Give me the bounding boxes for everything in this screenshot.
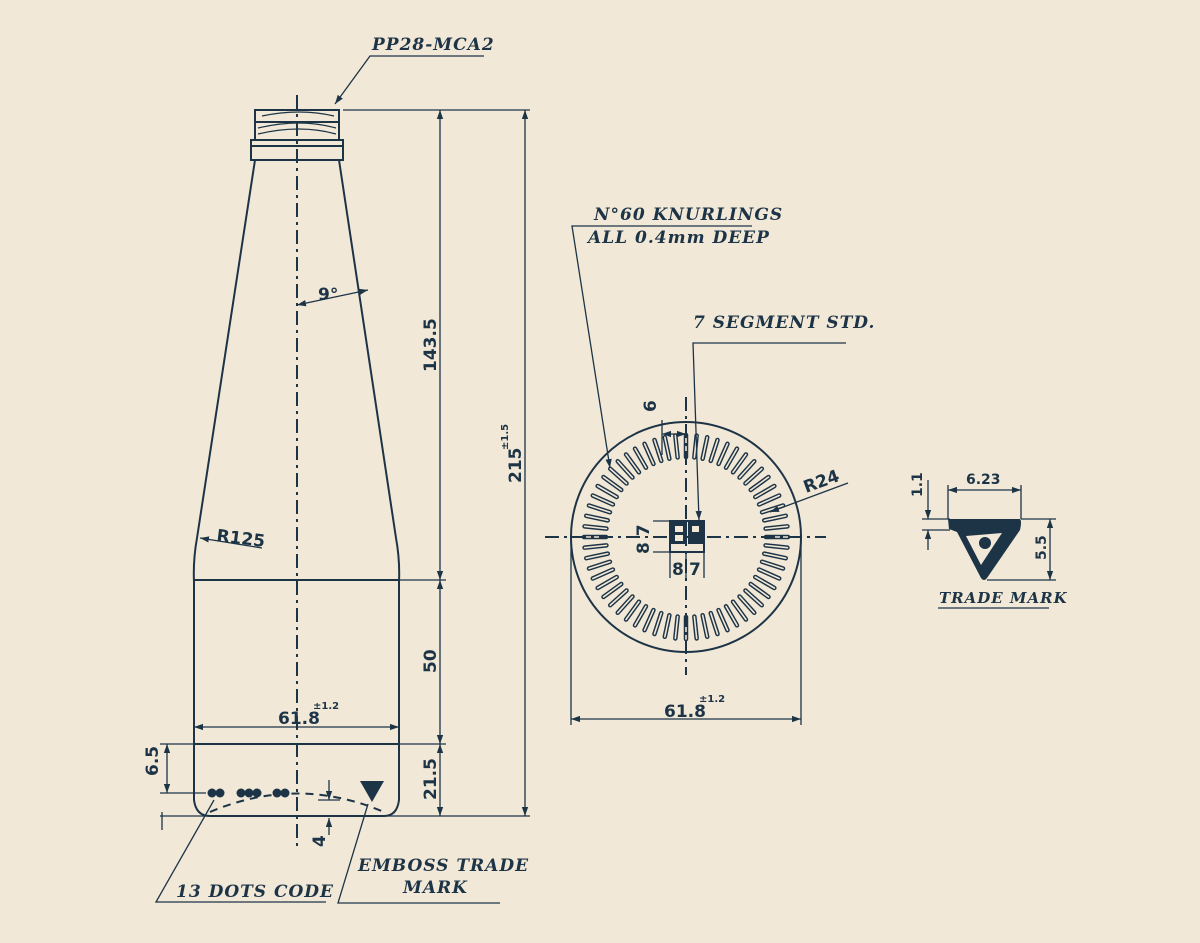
shoulder-height-label: 143.5 bbox=[421, 318, 441, 372]
knurl-mark-inner bbox=[761, 560, 784, 570]
knurl-mark-inner bbox=[693, 615, 698, 640]
dots-code-note: 13 DOTS CODE bbox=[176, 882, 334, 902]
trade-mark-caption: TRADE MARK bbox=[939, 589, 1068, 607]
knurl-mark-inner bbox=[758, 568, 780, 580]
body-height-label: 50 bbox=[421, 649, 441, 673]
knurl-mark-inner bbox=[592, 494, 614, 506]
knurl-mark-inner bbox=[764, 544, 789, 549]
segment-digit-b: 7 bbox=[689, 560, 701, 580]
shoulder-radius-label: R125 bbox=[215, 526, 266, 552]
knurl-mark-inner bbox=[588, 504, 611, 514]
knurl-mark-inner bbox=[763, 514, 787, 522]
base-diameter-label: 61.8 bbox=[664, 702, 706, 722]
knurl-mark-inner bbox=[738, 595, 756, 614]
body-diameter-label: 61.8 bbox=[278, 709, 320, 729]
trade-mark-width-label: 6.23 bbox=[966, 472, 1001, 488]
knurl-mark-inner bbox=[674, 434, 679, 459]
knurlings-note-line2: ALL 0.4mm DEEP bbox=[586, 228, 770, 248]
push-up-curve bbox=[209, 792, 385, 813]
knurl-mark-inner bbox=[585, 552, 609, 560]
knurl-mark-inner bbox=[709, 439, 719, 462]
segment-digit-a: 8 bbox=[672, 560, 684, 580]
knurl-mark-inner bbox=[763, 552, 787, 560]
knurl-mark-inner bbox=[717, 443, 729, 465]
knurl-mark-inner bbox=[634, 447, 647, 469]
push-up-label: 4 bbox=[310, 835, 330, 847]
knurl-mark-inner bbox=[602, 583, 623, 598]
dots-code bbox=[207, 788, 290, 798]
knurl-mark-inner bbox=[663, 436, 671, 460]
bottle-outline-left bbox=[192, 159, 256, 817]
knurl-mark-inner bbox=[744, 589, 763, 607]
trade-mark-dot bbox=[979, 537, 991, 549]
segment-note: 7 SEGMENT STD. bbox=[693, 313, 875, 333]
bottle-outline-right bbox=[338, 159, 401, 817]
trade-mark-detail: 6.23 1.1 5.5 TRADE MARK bbox=[910, 472, 1068, 609]
knurl-mark-inner bbox=[616, 595, 634, 614]
trade-mark-height-label: 5.5 bbox=[1034, 535, 1050, 560]
emboss-trade-mark-icon bbox=[360, 781, 384, 802]
knurl-mark-inner bbox=[725, 605, 738, 627]
segment-rotated-label: 8 7 bbox=[634, 524, 654, 554]
taper-angle-label: 9° bbox=[318, 285, 338, 305]
knurl-mark-inner bbox=[585, 514, 609, 522]
knurl-mark-inner bbox=[592, 568, 614, 580]
base-diameter-tolerance: ±1.2 bbox=[699, 694, 725, 705]
body-diameter-tolerance: ±1.2 bbox=[313, 701, 339, 712]
knurl-mark-inner bbox=[609, 589, 628, 607]
knurl-mark-inner bbox=[701, 614, 709, 638]
bottle-base-view: 8 7 8 7 6 R24 61.8 ±1.2 N°60 KNURLINGS A… bbox=[545, 205, 875, 725]
knurl-mark-inner bbox=[754, 485, 776, 498]
knurl-mark-inner bbox=[653, 612, 663, 635]
knurl-mark-inner bbox=[701, 436, 709, 460]
knurl-mark-inner bbox=[625, 453, 640, 474]
knurl-mark-inner bbox=[634, 605, 647, 627]
knurl-mark-inner bbox=[653, 439, 663, 462]
code-height-label: 6.5 bbox=[143, 746, 163, 776]
knurl-mark-inner bbox=[583, 525, 608, 530]
emboss-note-line1: EMBOSS TRADE bbox=[357, 856, 529, 876]
trade-mark-top-label: 1.1 bbox=[910, 472, 926, 497]
knurl-offset-label: 6 bbox=[641, 400, 661, 412]
knurl-mark-inner bbox=[754, 576, 776, 589]
knurl-mark-inner bbox=[725, 447, 738, 469]
base-height-label: 21.5 bbox=[421, 758, 441, 800]
knurl-mark-inner bbox=[609, 467, 628, 485]
knurl-mark-inner bbox=[643, 609, 655, 631]
knurl-mark-inner bbox=[764, 525, 789, 530]
knurl-mark-inner bbox=[732, 600, 747, 621]
knurl-mark-inner bbox=[732, 453, 747, 474]
knurl-mark-inner bbox=[758, 494, 780, 506]
knurl-mark-inner bbox=[749, 583, 770, 598]
knurl-mark-inner bbox=[663, 614, 671, 638]
knurl-mark-inner bbox=[596, 576, 618, 589]
knurl-mark-inner bbox=[616, 460, 634, 479]
knurl-mark-inner bbox=[749, 476, 770, 491]
bottle-side-view: 9° R125 61.8 ±1.2 6.5 4 bbox=[143, 35, 530, 904]
knurl-mark-inner bbox=[583, 544, 608, 549]
neck-finish-note: PP28-MCA2 bbox=[371, 35, 495, 55]
total-height-label: 215 bbox=[506, 448, 526, 484]
knurl-mark-inner bbox=[738, 460, 756, 479]
knurl-mark-inner bbox=[625, 600, 640, 621]
knurl-mark-inner bbox=[674, 615, 679, 640]
emboss-note-line2: MARK bbox=[402, 878, 468, 898]
seven-segment-code bbox=[653, 520, 705, 578]
total-height-tolerance: ±1.5 bbox=[500, 424, 511, 450]
knurl-mark-inner bbox=[709, 612, 719, 635]
knurl-mark-inner bbox=[717, 609, 729, 631]
knurl-mark-inner bbox=[602, 476, 623, 491]
knurlings-note-line1: N°60 KNURLINGS bbox=[593, 205, 783, 225]
knurl-mark-inner bbox=[596, 485, 618, 498]
knurl-mark-inner bbox=[744, 467, 763, 485]
knurl-mark-inner bbox=[588, 560, 611, 570]
knurl-mark-inner bbox=[643, 443, 655, 465]
